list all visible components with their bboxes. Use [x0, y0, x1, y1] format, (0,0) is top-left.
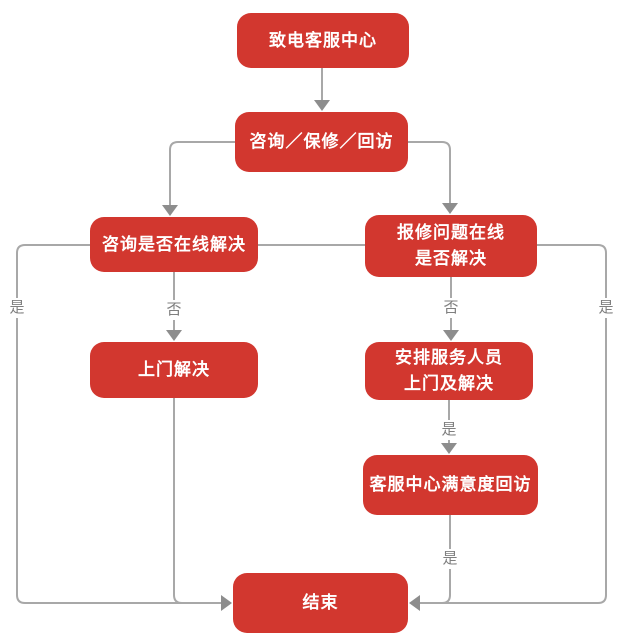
- node-label: 报修问题在线 是否解决: [397, 223, 505, 268]
- arrowhead-into-consult: [162, 205, 178, 216]
- arrowhead-into-service-type: [314, 100, 330, 111]
- flow-node-end[interactable]: 结束: [233, 573, 408, 633]
- edge-satisfaction-to-end: [420, 515, 451, 604]
- flow-node-consult-online[interactable]: 咨询是否在线解决: [90, 217, 258, 272]
- node-label: 咨询是否在线解决: [102, 234, 246, 254]
- arrowhead-into-end-left: [221, 595, 232, 611]
- flow-node-call-center[interactable]: 致电客服中心: [237, 13, 409, 68]
- arrowhead-into-end-right: [409, 595, 420, 611]
- arrowhead-into-repair: [442, 203, 458, 214]
- edge-label-yes-bottom-right: 是: [440, 549, 460, 569]
- edge-consult-yes-to-end: [16, 244, 221, 604]
- flow-node-repair-online[interactable]: 报修问题在线 是否解决: [365, 215, 537, 277]
- flow-node-arrange-staff[interactable]: 安排服务人员 上门及解决: [365, 342, 533, 400]
- node-label: 咨询／保修／回访: [249, 132, 394, 151]
- node-label: 安排服务人员 上门及解决: [395, 348, 503, 393]
- edge-type-to-consult: [169, 141, 235, 205]
- arrowhead-into-arrange: [443, 330, 459, 341]
- node-label: 上门解决: [138, 360, 210, 379]
- edge-repair-yes-to-end: [420, 244, 607, 604]
- edge-type-to-repair: [408, 141, 451, 203]
- node-label: 结束: [302, 593, 339, 612]
- edge-label-yes-right-outer: 是: [596, 298, 616, 318]
- edge-label-yes-left: 是: [7, 298, 27, 318]
- flow-node-onsite-resolve[interactable]: 上门解决: [90, 342, 258, 398]
- node-label: 客服中心满意度回访: [369, 475, 532, 494]
- edge-label-yes-mid-right: 是: [439, 420, 459, 440]
- flow-node-service-type[interactable]: 咨询／保修／回访: [235, 112, 408, 172]
- arrowhead-into-onsite: [166, 330, 182, 341]
- edge-onsite-to-end: [173, 398, 221, 604]
- node-label: 致电客服中心: [269, 30, 377, 50]
- arrowhead-into-satisfaction: [441, 443, 457, 454]
- edge-label-no-right: 否: [441, 298, 461, 318]
- edge-label-no-left: 否: [164, 300, 184, 320]
- flow-node-satisfaction-visit[interactable]: 客服中心满意度回访: [363, 455, 538, 515]
